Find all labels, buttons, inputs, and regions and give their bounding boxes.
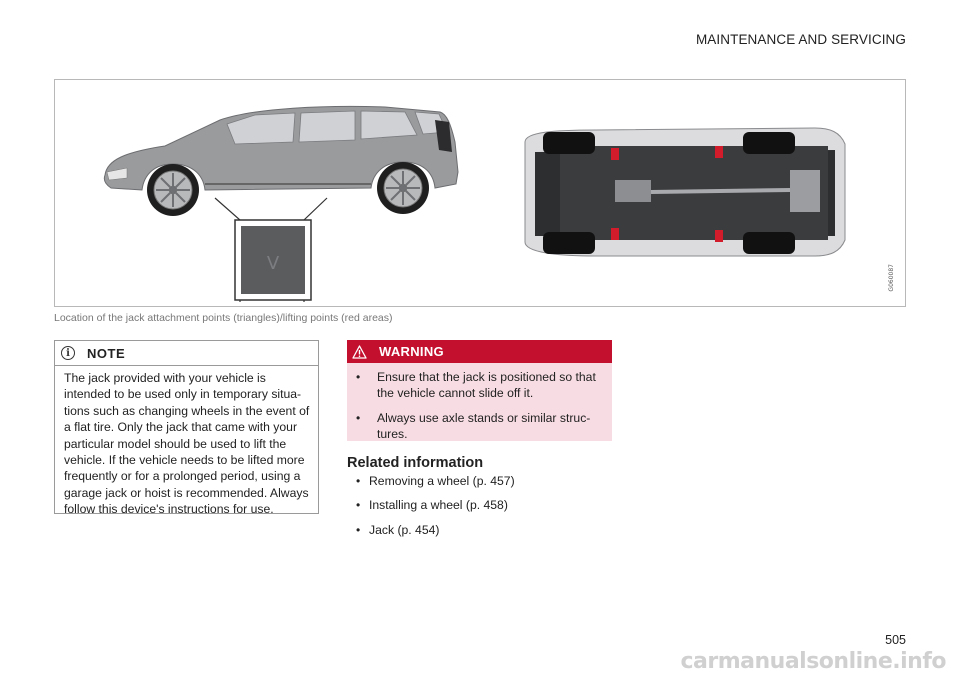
note-header: i NOTE bbox=[55, 341, 318, 366]
section-header: MAINTENANCE AND SERVICING bbox=[695, 32, 906, 47]
note-box: i NOTE The jack provided with your vehic… bbox=[54, 340, 319, 516]
warning-title: WARNING bbox=[379, 344, 444, 359]
car-side-view bbox=[103, 105, 459, 216]
jack-point-callout: V bbox=[214, 197, 328, 302]
info-icon: i bbox=[61, 346, 75, 360]
bullet-icon: • bbox=[356, 410, 361, 425]
warning-list: • Ensure that the jack is positioned so t… bbox=[347, 363, 612, 443]
warning-item-text: Always use axle stands or similar struc-… bbox=[377, 410, 591, 442]
warning-triangle-icon bbox=[352, 344, 367, 359]
related-heading: Related information bbox=[347, 455, 484, 471]
image-code: G060087 bbox=[888, 264, 895, 292]
warning-item-text: Ensure that the jack is positioned so th… bbox=[377, 370, 596, 401]
related-item: • Jack (p. 454) bbox=[347, 522, 612, 538]
warning-item: • Ensure that the jack is positioned so t… bbox=[355, 369, 600, 402]
related-information: Related information • Removing a wheel (p… bbox=[347, 455, 612, 546]
bullet-icon: • bbox=[356, 370, 361, 384]
figure-caption: Location of the jack attachment points (… bbox=[54, 312, 393, 324]
related-list: • Removing a wheel (p. 457) • Installing a… bbox=[347, 473, 612, 538]
warning-header: WARNING bbox=[347, 340, 612, 363]
related-item: • Installing a wheel (p. 458) bbox=[347, 497, 612, 513]
note-body: The jack provided with your vehicle is i… bbox=[64, 371, 310, 517]
related-link-removing-wheel[interactable]: Removing a wheel (p. 457) bbox=[369, 474, 515, 488]
related-link-jack[interactable]: Jack (p. 454) bbox=[369, 522, 440, 537]
page-number: 505 bbox=[885, 633, 906, 647]
warning-box: WARNING • Ensure that the jack is positio… bbox=[347, 340, 612, 441]
warning-item: • Always use axle stands or similar struc… bbox=[355, 410, 600, 443]
note-title: NOTE bbox=[87, 345, 126, 361]
bullet-icon: • bbox=[356, 522, 361, 537]
svg-text:V: V bbox=[267, 253, 280, 274]
car-underside-view bbox=[524, 127, 846, 257]
related-item: • Removing a wheel (p. 457) bbox=[347, 473, 612, 489]
related-link-installing-wheel[interactable]: Installing a wheel (p. 458) bbox=[369, 498, 508, 513]
jack-points-illustration: V G060087 bbox=[54, 79, 906, 307]
bullet-icon: • bbox=[356, 498, 361, 513]
illustration-svg: V bbox=[103, 105, 846, 302]
watermark: carmanualsonline.info bbox=[680, 649, 947, 674]
bullet-icon: • bbox=[356, 474, 361, 488]
